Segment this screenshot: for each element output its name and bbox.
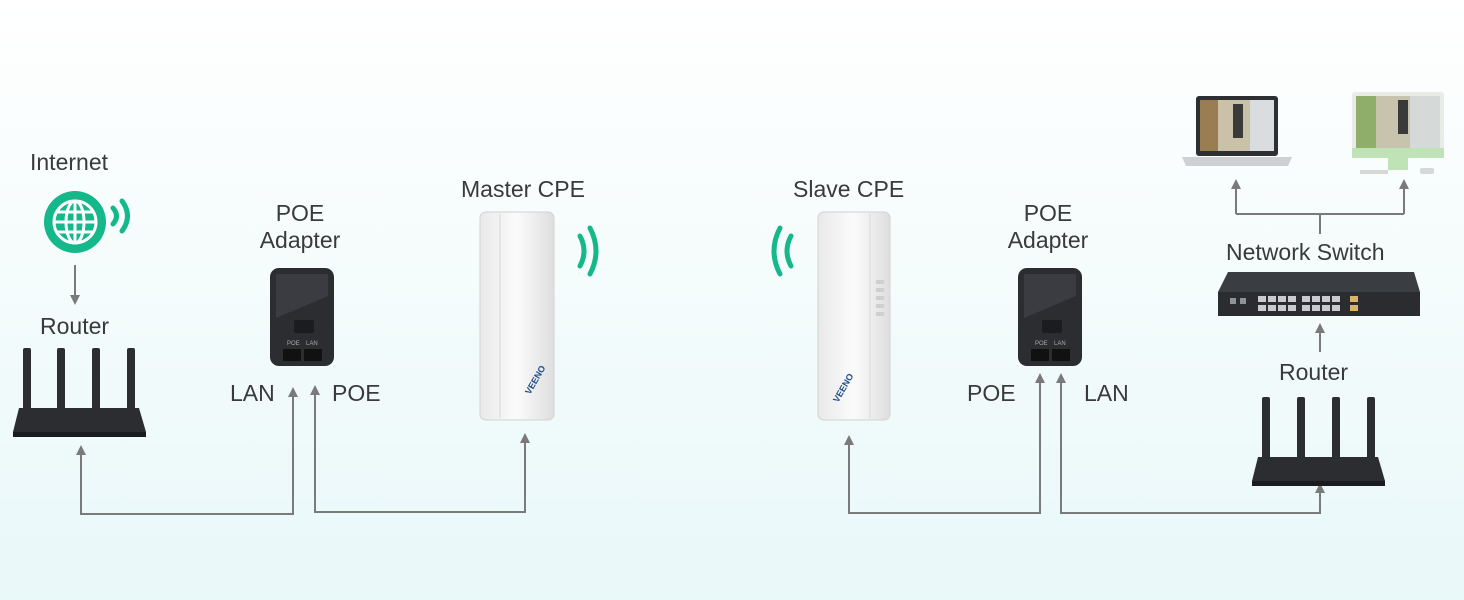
lan-left-label: LAN — [230, 380, 275, 406]
svg-text:POE: POE — [287, 341, 300, 347]
svg-text:LAN: LAN — [306, 341, 318, 347]
poe-adapter-right-label: POE Adapter — [998, 200, 1098, 254]
line-switch-to-computers — [1235, 186, 1405, 234]
network-switch-label: Network Switch — [1226, 239, 1385, 265]
poe-adapter-right-line1: POE — [1023, 200, 1073, 226]
internet-label: Internet — [30, 149, 108, 175]
poe-adapter-right-line2: Adapter — [1007, 227, 1089, 253]
line-poe-lan-to-router — [1060, 378, 1325, 514]
line-slave-cpe-to-poe — [848, 373, 1045, 514]
poe-adapter-left-line1: POE — [275, 200, 325, 226]
poe-adapter-left-line2: Adapter — [259, 227, 341, 253]
lan-right-label: LAN — [1084, 380, 1129, 406]
slave-cpe-label: Slave CPE — [793, 176, 905, 202]
master-cpe-label: Master CPE — [461, 176, 585, 202]
line-router-to-poe-lan — [80, 387, 298, 515]
line-poe-to-master-cpe — [314, 392, 530, 513]
svg-text:POE: POE — [1035, 341, 1048, 347]
router-right-label: Router — [1279, 359, 1349, 385]
poe-port-left-label: POE — [332, 380, 381, 406]
router-left-label: Router — [40, 313, 110, 339]
svg-text:LAN: LAN — [1054, 341, 1066, 347]
poe-adapter-left-label: POE Adapter — [250, 200, 350, 254]
poe-port-right-label: POE — [967, 380, 1016, 406]
